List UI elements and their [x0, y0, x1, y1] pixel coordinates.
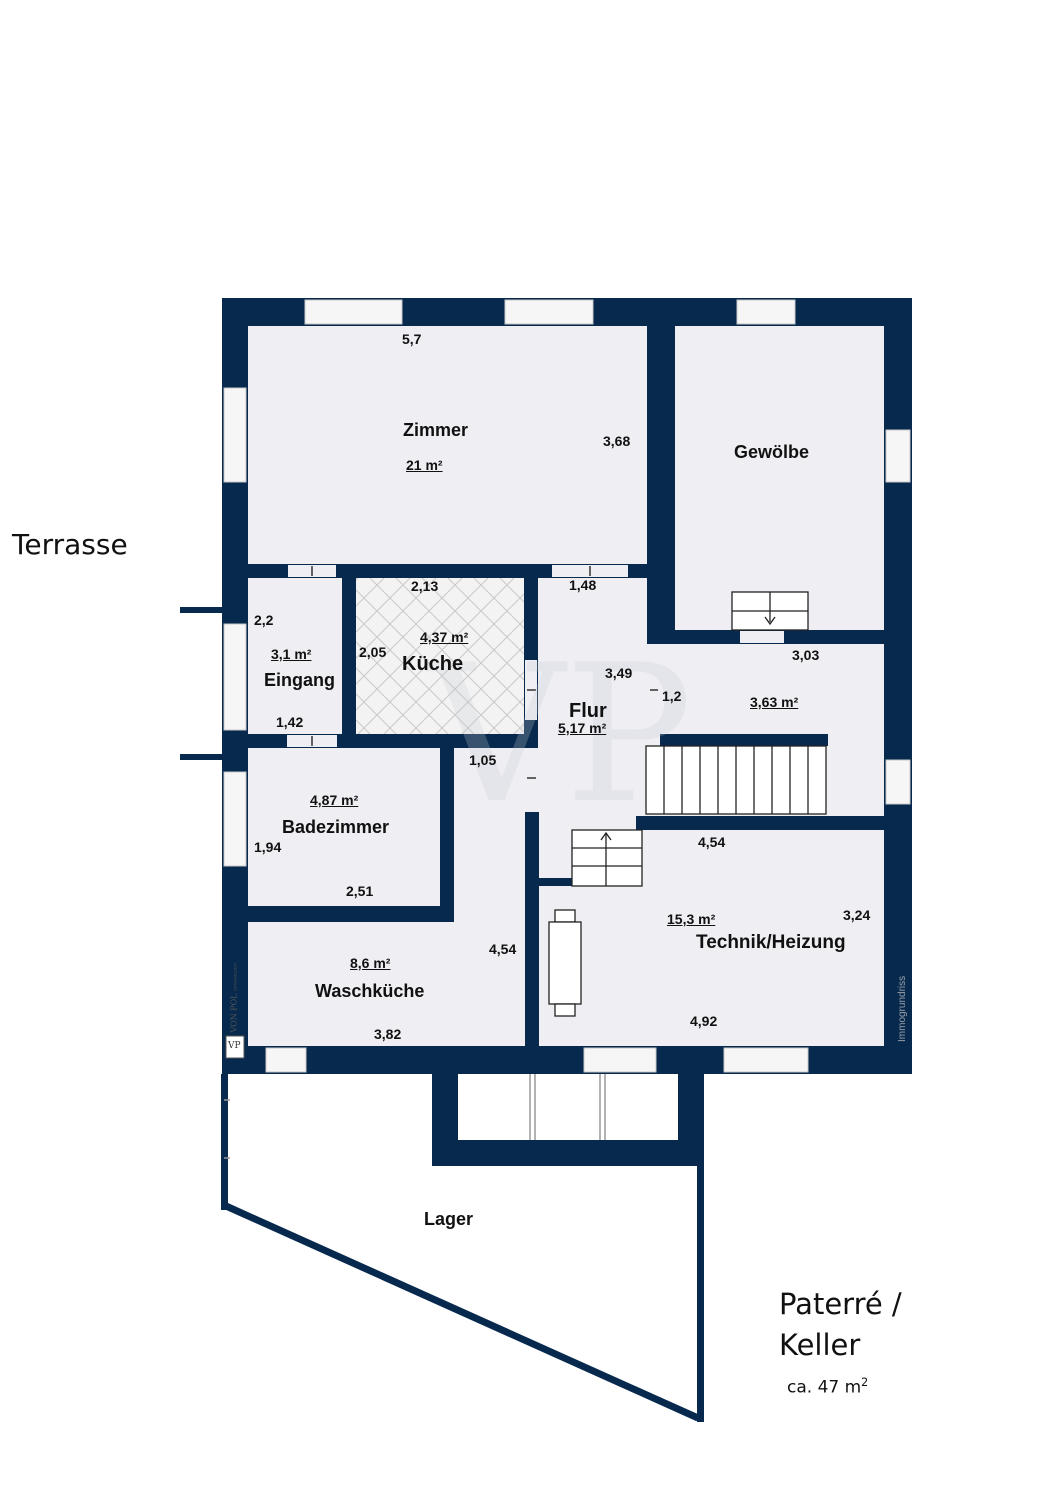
room-area-waschkueche: 8,6 m² — [350, 955, 391, 971]
logo-text: VON POL — [229, 993, 239, 1033]
lager-walls — [221, 1074, 704, 1422]
total-area-label: ca. 47 m2 — [787, 1376, 868, 1398]
dim-technik-depth: 3,24 — [843, 907, 871, 923]
boiler-icon — [548, 909, 582, 1017]
dim-technik-width-top: 4,54 — [698, 834, 726, 850]
dim-flur-depth: 3,49 — [605, 665, 633, 681]
lager-diagonal-wall — [224, 1202, 700, 1422]
room-name-gewoelbe: Gewölbe — [734, 442, 810, 462]
room-area-badezimmer: 4,87 m² — [310, 792, 359, 808]
logo-sub: IMMOBILIEN — [232, 962, 238, 991]
stairs-flur — [571, 829, 643, 887]
terrasse-label: Terrasse — [12, 528, 128, 561]
room-area-zimmer: 21 m² — [406, 457, 443, 473]
watermark-mark: VP — [425, 624, 692, 845]
room-area-kueche: 4,37 m² — [420, 629, 469, 645]
interior-walls — [240, 318, 888, 1052]
dim-eingang-width: 1,42 — [276, 714, 304, 730]
room-name-kueche: Küche — [402, 653, 464, 675]
entrance-stubs — [180, 607, 226, 760]
room-name-badezimmer: Badezimmer — [282, 817, 390, 837]
dim-flur-opening: 1,05 — [469, 752, 497, 768]
door-markers — [311, 566, 658, 779]
total-area-sup: 2 — [861, 1376, 869, 1389]
dim-eingang-depth: 2,2 — [254, 612, 274, 628]
room-name-flur: Flur — [569, 700, 607, 722]
credit-text: Immogrundriss — [897, 975, 908, 1042]
dim-zimmer-width: 5,7 — [402, 331, 422, 347]
lager-label: Lager — [424, 1209, 474, 1229]
dim-kueche-width: 2,13 — [411, 578, 439, 594]
dim-wasch-depth: 4,54 — [489, 941, 517, 957]
floor-title-line2: Keller — [779, 1328, 861, 1362]
dim-flur-width-top: 1,48 — [569, 577, 597, 593]
room-name-waschkueche: Waschküche — [315, 981, 425, 1001]
brand-logo — [225, 1035, 245, 1059]
stairs-main — [645, 745, 827, 815]
room-area-flur: 5,17 m² — [558, 720, 607, 736]
dim-bad-depth: 1,94 — [254, 839, 282, 855]
lager-openings — [224, 1074, 606, 1159]
dim-vorraum-door: 1,2 — [662, 688, 682, 704]
kitchen-tile-floor — [352, 576, 528, 734]
floor-title-line1: Paterré / — [779, 1287, 902, 1321]
dim-vorraum-width: 3,03 — [792, 647, 820, 663]
logo-mark: VP — [228, 1041, 241, 1051]
windows — [223, 299, 911, 1073]
stairs-gewoelbe — [731, 591, 809, 631]
room-name-eingang: Eingang — [264, 670, 335, 690]
room-area-technik: 15,3 m² — [667, 911, 716, 927]
room-area-eingang: 3,1 m² — [271, 646, 312, 662]
dim-bad-width: 2,51 — [346, 883, 374, 899]
room-name-zimmer: Zimmer — [403, 420, 469, 440]
room-name-technik: Technik/Heizung — [696, 932, 846, 953]
total-area-value: ca. 47 m — [787, 1377, 862, 1398]
room-area-vorraum: 3,63 m² — [750, 694, 799, 710]
dim-zimmer-depth: 3,68 — [603, 433, 631, 449]
dim-kueche-depth: 2,05 — [359, 644, 387, 660]
dim-technik-width-bottom: 4,92 — [690, 1013, 718, 1029]
dim-wasch-width: 3,82 — [374, 1026, 402, 1042]
